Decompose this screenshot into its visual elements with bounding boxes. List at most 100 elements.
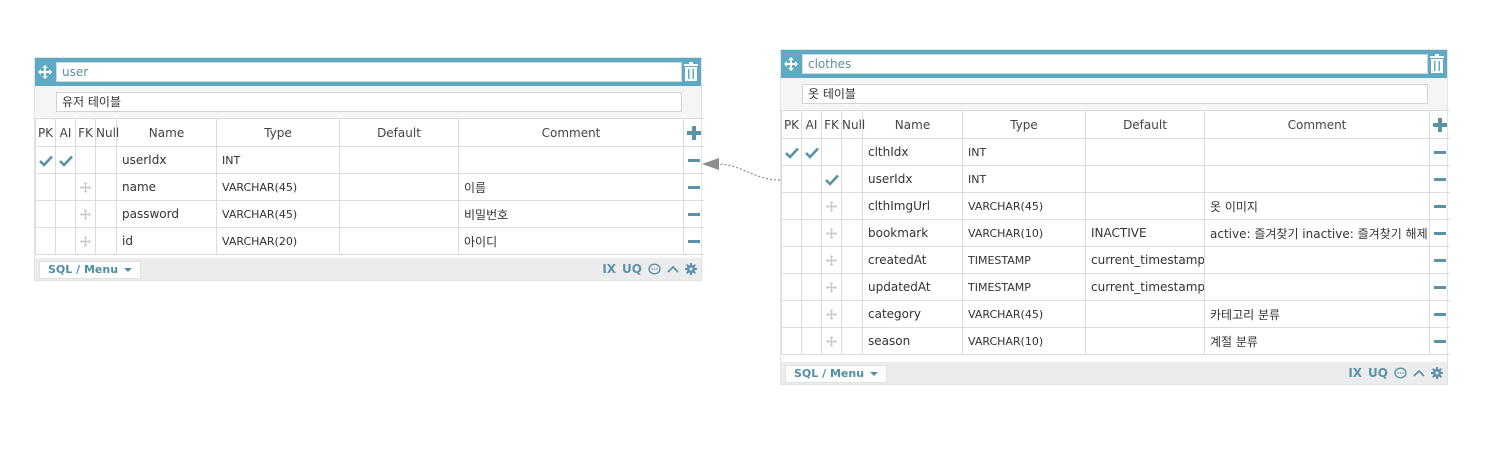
column-default[interactable] — [339, 200, 459, 228]
drag-handle-icon[interactable] — [826, 282, 837, 293]
null-cell[interactable] — [841, 138, 863, 166]
column-type[interactable]: VARCHAR(45) — [216, 200, 340, 228]
column-comment[interactable]: 계절 분류 — [1204, 327, 1430, 355]
column-default[interactable]: current_timestamp — [1085, 246, 1205, 274]
null-cell[interactable] — [95, 173, 117, 201]
column-name[interactable]: updatedAt — [862, 273, 963, 301]
drag-handle-icon[interactable] — [80, 182, 91, 193]
pk-cell[interactable] — [781, 327, 802, 355]
fk-cell[interactable] — [821, 273, 842, 301]
ai-cell[interactable] — [801, 165, 822, 193]
unique-button[interactable]: UQ — [622, 262, 642, 276]
ai-cell[interactable] — [801, 300, 822, 328]
fk-cell[interactable] — [75, 227, 96, 255]
column-default[interactable] — [1085, 192, 1205, 220]
column-default[interactable] — [1085, 327, 1205, 355]
drag-handle-icon[interactable] — [80, 209, 91, 220]
column-default[interactable] — [339, 146, 459, 174]
move-icon[interactable] — [784, 57, 798, 71]
remove-column-icon[interactable] — [687, 159, 700, 162]
remove-column-icon[interactable] — [687, 213, 700, 216]
null-cell[interactable] — [841, 192, 863, 220]
chevron-up-icon[interactable] — [667, 264, 679, 274]
drag-handle-icon[interactable] — [826, 255, 837, 266]
remove-column-icon[interactable] — [687, 186, 700, 189]
remove-column-icon[interactable] — [1433, 286, 1446, 289]
add-column-button[interactable] — [683, 118, 704, 147]
remove-column-button[interactable] — [1429, 273, 1450, 301]
column-comment[interactable] — [1204, 273, 1430, 301]
column-name[interactable]: name — [116, 173, 217, 201]
trash-icon[interactable] — [1429, 54, 1445, 74]
add-column-button[interactable] — [1429, 110, 1450, 139]
column-name[interactable]: createdAt — [862, 246, 963, 274]
null-cell[interactable] — [841, 165, 863, 193]
table-name-input[interactable]: clothes — [802, 54, 1428, 74]
remove-column-icon[interactable] — [687, 240, 700, 243]
drag-handle-icon[interactable] — [826, 228, 837, 239]
column-type[interactable]: VARCHAR(10) — [962, 327, 1086, 355]
table-clothes[interactable]: clothes 옷 테이블 PK AI FK Null Name Type De… — [780, 49, 1450, 385]
gear-icon[interactable] — [1431, 367, 1443, 379]
remove-column-button[interactable] — [1429, 300, 1450, 328]
column-type[interactable]: VARCHAR(20) — [216, 227, 340, 255]
move-icon[interactable] — [38, 65, 52, 79]
remove-column-icon[interactable] — [1433, 340, 1446, 343]
table-comment-input[interactable]: 옷 테이블 — [802, 84, 1428, 104]
column-comment[interactable] — [1204, 138, 1430, 166]
index-button[interactable]: IX — [1348, 366, 1363, 380]
column-comment[interactable]: 옷 이미지 — [1204, 192, 1430, 220]
column-type[interactable]: INT — [962, 165, 1086, 193]
column-type[interactable]: VARCHAR(45) — [962, 300, 1086, 328]
column-type[interactable]: VARCHAR(10) — [962, 219, 1086, 247]
ai-cell[interactable] — [55, 173, 76, 201]
column-comment[interactable]: 아이디 — [458, 227, 684, 255]
fk-cell[interactable] — [821, 138, 842, 166]
pk-cell[interactable] — [781, 273, 802, 301]
table-header-bar[interactable]: clothes — [781, 50, 1447, 78]
column-comment[interactable] — [1204, 246, 1430, 274]
chevron-up-icon[interactable] — [1413, 368, 1425, 378]
column-name[interactable]: category — [862, 300, 963, 328]
remove-column-button[interactable] — [1429, 327, 1450, 355]
column-comment[interactable] — [1204, 165, 1430, 193]
ai-cell[interactable] — [801, 246, 822, 274]
column-name[interactable]: id — [116, 227, 217, 255]
ai-cell[interactable] — [801, 327, 822, 355]
fk-cell[interactable] — [821, 165, 842, 193]
pk-cell[interactable] — [781, 165, 802, 193]
ai-cell[interactable] — [801, 219, 822, 247]
drag-handle-icon[interactable] — [826, 336, 837, 347]
column-type[interactable]: INT — [962, 138, 1086, 166]
column-comment[interactable] — [458, 146, 684, 174]
remove-column-icon[interactable] — [1433, 259, 1446, 262]
column-name[interactable]: bookmark — [862, 219, 963, 247]
remove-column-icon[interactable] — [1433, 313, 1446, 316]
fk-cell[interactable] — [821, 192, 842, 220]
column-name[interactable]: clthIdx — [862, 138, 963, 166]
null-cell[interactable] — [95, 227, 117, 255]
pk-cell[interactable] — [781, 246, 802, 274]
column-default[interactable]: INACTIVE — [1085, 219, 1205, 247]
pk-cell[interactable] — [35, 227, 56, 255]
remove-column-button[interactable] — [683, 227, 704, 255]
remove-column-icon[interactable] — [1433, 205, 1446, 208]
remove-column-button[interactable] — [1429, 138, 1450, 166]
pk-cell[interactable] — [781, 138, 802, 166]
table-comment-input[interactable]: 유저 테이블 — [56, 92, 682, 112]
null-cell[interactable] — [95, 146, 117, 174]
pk-cell[interactable] — [35, 200, 56, 228]
ai-cell[interactable] — [801, 192, 822, 220]
pk-cell[interactable] — [781, 300, 802, 328]
check-icon[interactable] — [38, 155, 53, 167]
column-name[interactable]: userIdx — [862, 165, 963, 193]
column-type[interactable]: VARCHAR(45) — [216, 173, 340, 201]
column-type[interactable]: TIMESTAMP — [962, 273, 1086, 301]
pk-cell[interactable] — [35, 173, 56, 201]
drag-handle-icon[interactable] — [80, 236, 91, 247]
